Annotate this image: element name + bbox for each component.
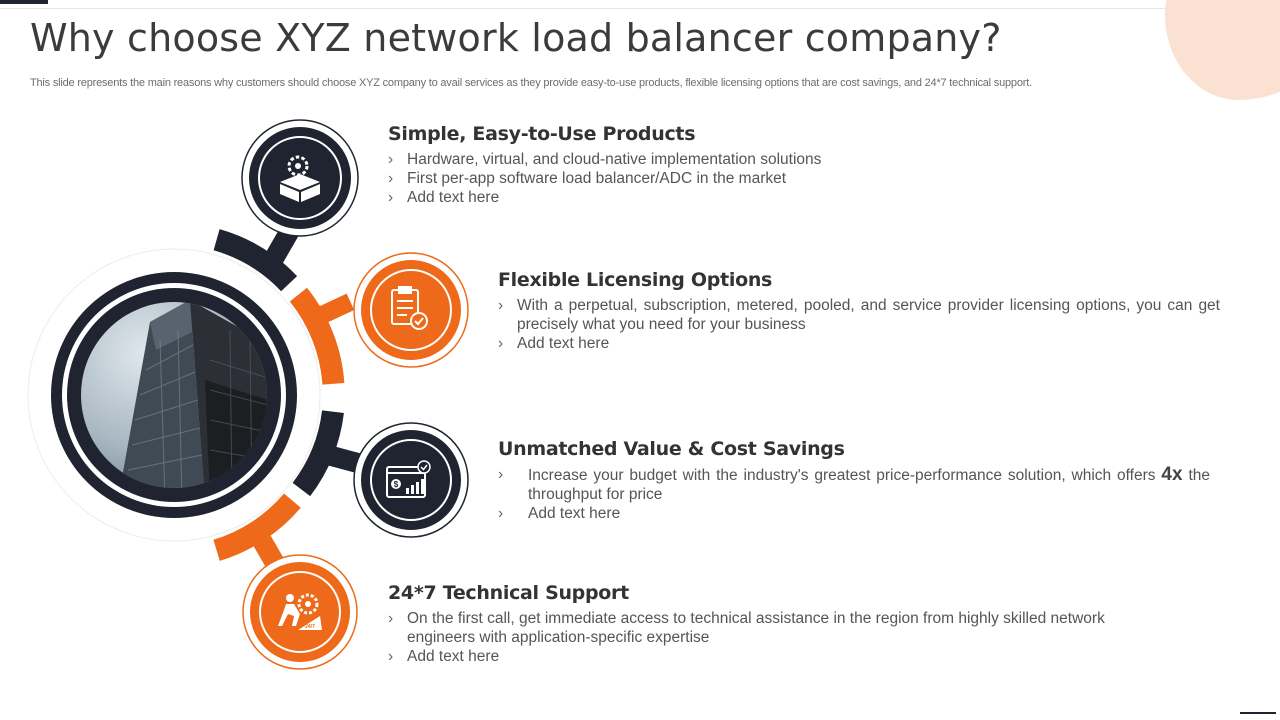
page-subtitle: This slide represents the main reasons w…	[30, 77, 1032, 89]
node-4	[242, 554, 358, 670]
section-technical-support: 24*7 Technical Support On the first call…	[388, 582, 1128, 666]
dollar-chart-icon: $	[386, 460, 431, 498]
bullet-item: Add text here	[388, 647, 1128, 666]
section-heading: Flexible Licensing Options	[498, 269, 773, 291]
connector-3	[316, 442, 362, 474]
bullet-text-before: Increase your budget with the industry's…	[528, 467, 1156, 484]
top-divider	[0, 8, 1280, 9]
bullet-item: On the first call, get immediate access …	[388, 609, 1128, 647]
node-2	[353, 252, 469, 368]
bottom-accent-mark	[1240, 712, 1276, 714]
gear-box-icon	[280, 155, 320, 202]
section-heading: Unmatched Value & Cost Savings	[498, 438, 845, 460]
top-accent-bar	[0, 0, 48, 4]
connector-1	[261, 225, 299, 271]
bullet-item: With a perpetual, subscription, metered,…	[498, 296, 1220, 334]
arc-segment-4	[213, 493, 301, 561]
bullet-item: First per-app software load balancer/ADC…	[388, 169, 1088, 188]
bullet-list: Hardware, virtual, and cloud-native impl…	[388, 150, 1088, 207]
bullet-item: Increase your budget with the industry's…	[498, 465, 1210, 504]
node-3	[353, 422, 469, 538]
support-worker-icon: 24/7	[278, 593, 322, 630]
bullet-text-after: the throughput for price	[528, 467, 1211, 503]
section-value-savings: Unmatched Value & Cost Savings Increase …	[498, 438, 1210, 523]
bullet-emphasis: 4x	[1161, 464, 1183, 485]
clipboard-check-icon	[391, 286, 428, 330]
svg-text:24/7: 24/7	[305, 624, 315, 630]
bullet-item: Add text here	[498, 334, 1220, 353]
bullet-item: Add text here	[498, 504, 1210, 523]
section-heading: 24*7 Technical Support	[388, 582, 629, 604]
bullet-item: Hardware, virtual, and cloud-native impl…	[388, 150, 1088, 169]
page-title: Why choose XYZ network load balancer com…	[30, 16, 1002, 60]
bullet-list: On the first call, get immediate access …	[388, 609, 1128, 666]
bullet-list: With a perpetual, subscription, metered,…	[498, 296, 1220, 353]
section-flexible-licensing: Flexible Licensing Options With a perpet…	[498, 269, 1220, 353]
building-photo	[81, 302, 267, 488]
section-simple-products: Simple, Easy-to-Use Products Hardware, v…	[388, 123, 1088, 207]
arc-segment-1	[213, 229, 298, 292]
arc-segment-2	[289, 287, 345, 385]
section-heading: Simple, Easy-to-Use Products	[388, 123, 696, 145]
bullet-item: Add text here	[388, 188, 1088, 207]
svg-text:$: $	[394, 480, 399, 489]
bullet-list: Increase your budget with the industry's…	[498, 465, 1210, 523]
connector-2	[315, 293, 355, 325]
